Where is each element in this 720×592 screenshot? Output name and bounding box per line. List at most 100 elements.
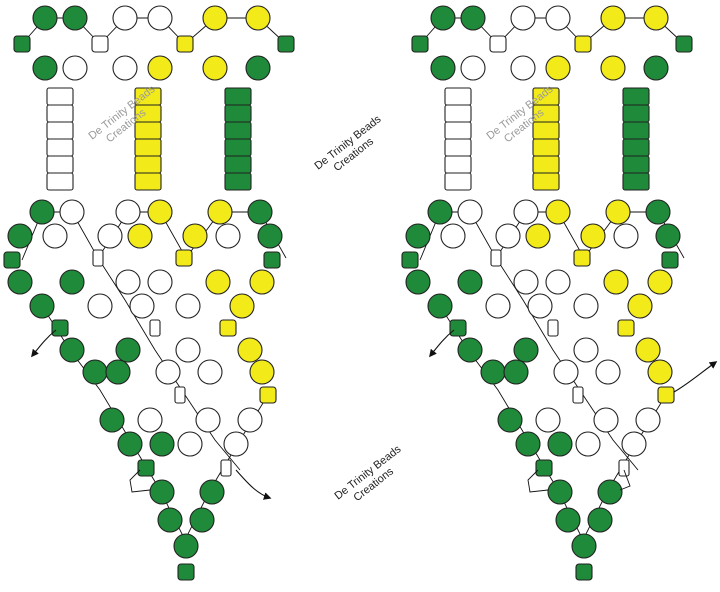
round-bead — [427, 199, 453, 225]
round-bead — [199, 479, 225, 505]
round-bead — [430, 5, 456, 31]
seed-bead-column — [46, 138, 74, 157]
round-bead — [137, 407, 163, 433]
round-bead — [635, 337, 661, 363]
seed-bead-column — [444, 172, 472, 191]
round-bead — [495, 223, 521, 249]
round-bead — [603, 269, 629, 295]
round-bead — [87, 293, 113, 319]
round-bead — [112, 55, 138, 81]
round-bead — [605, 199, 631, 225]
pattern-diagram-right — [401, 5, 718, 581]
round-bead — [155, 359, 181, 385]
thread-arrow — [673, 361, 718, 393]
watermark-bottom-middle: De Trinity Beads Creations — [332, 443, 403, 504]
seed-bead — [277, 35, 295, 53]
round-bead — [440, 223, 466, 249]
round-bead — [175, 293, 201, 319]
seed-bead — [572, 386, 584, 404]
round-bead — [405, 223, 431, 249]
seed-bead — [449, 319, 467, 337]
seed-bead-column — [622, 155, 650, 174]
round-bead — [597, 479, 623, 505]
round-bead — [105, 359, 131, 385]
seed-bead — [411, 35, 429, 53]
round-bead — [29, 199, 55, 225]
round-bead — [647, 269, 673, 295]
seed-bead-column — [134, 172, 162, 191]
round-bead — [195, 407, 221, 433]
round-bead — [147, 5, 173, 31]
seed-bead-column — [622, 138, 650, 157]
seed-bead-column — [532, 172, 560, 191]
round-bead — [547, 479, 573, 505]
round-bead — [7, 269, 33, 295]
round-bead — [115, 337, 141, 363]
seed-bead-column — [224, 104, 252, 123]
round-bead — [635, 407, 661, 433]
seed-bead — [259, 386, 277, 404]
round-bead — [503, 359, 529, 385]
round-bead — [645, 199, 671, 225]
round-bead — [510, 55, 536, 81]
seed-bead-column — [622, 121, 650, 140]
seed-bead-column — [444, 87, 472, 106]
round-bead — [32, 55, 58, 81]
seed-bead — [3, 251, 21, 269]
seed-bead-column — [224, 87, 252, 106]
seed-bead — [490, 249, 502, 267]
round-bead — [647, 359, 673, 385]
round-bead — [7, 223, 33, 249]
round-bead — [237, 407, 263, 433]
round-bead — [147, 55, 173, 81]
seed-bead — [657, 386, 675, 404]
round-bead — [427, 293, 453, 319]
thread-path — [419, 17, 685, 45]
round-bead — [202, 55, 228, 81]
thread-path — [21, 17, 287, 45]
round-bead — [485, 293, 511, 319]
watermark-top-middle: De Trinity Beads Creations — [312, 113, 383, 174]
seed-bead — [176, 35, 194, 53]
round-bead — [149, 479, 175, 505]
seed-bead — [91, 35, 109, 53]
seed-bead — [13, 35, 31, 53]
round-bead — [613, 223, 639, 249]
seed-bead-column — [444, 121, 472, 140]
round-bead — [460, 55, 486, 81]
round-bead — [545, 55, 571, 81]
round-bead — [32, 5, 58, 31]
round-bead — [553, 359, 579, 385]
seed-bead-column — [46, 87, 74, 106]
round-bead — [600, 5, 626, 31]
round-bead — [245, 5, 271, 31]
round-bead — [237, 337, 263, 363]
round-bead — [247, 199, 273, 225]
round-bead — [515, 431, 541, 457]
seed-bead-column — [224, 172, 252, 191]
seed-bead — [675, 35, 693, 53]
round-bead — [229, 293, 255, 319]
seed-bead — [489, 35, 507, 53]
seed-bead — [618, 459, 630, 477]
thread-path — [619, 469, 631, 491]
seed-bead — [219, 319, 237, 337]
round-bead — [573, 293, 599, 319]
round-bead — [62, 5, 88, 31]
seed-bead-column — [46, 104, 74, 123]
round-bead — [127, 223, 153, 249]
seed-bead — [220, 459, 232, 477]
round-bead — [547, 431, 573, 457]
round-bead — [245, 55, 271, 81]
pattern-diagram-left — [3, 5, 295, 581]
round-bead — [62, 55, 88, 81]
seed-bead — [617, 319, 635, 337]
round-bead — [157, 507, 183, 533]
round-bead — [177, 431, 203, 457]
round-bead — [82, 359, 108, 385]
seed-bead-column — [134, 121, 162, 140]
round-bead — [575, 431, 601, 457]
round-bead — [117, 431, 143, 457]
round-bead — [249, 359, 275, 385]
